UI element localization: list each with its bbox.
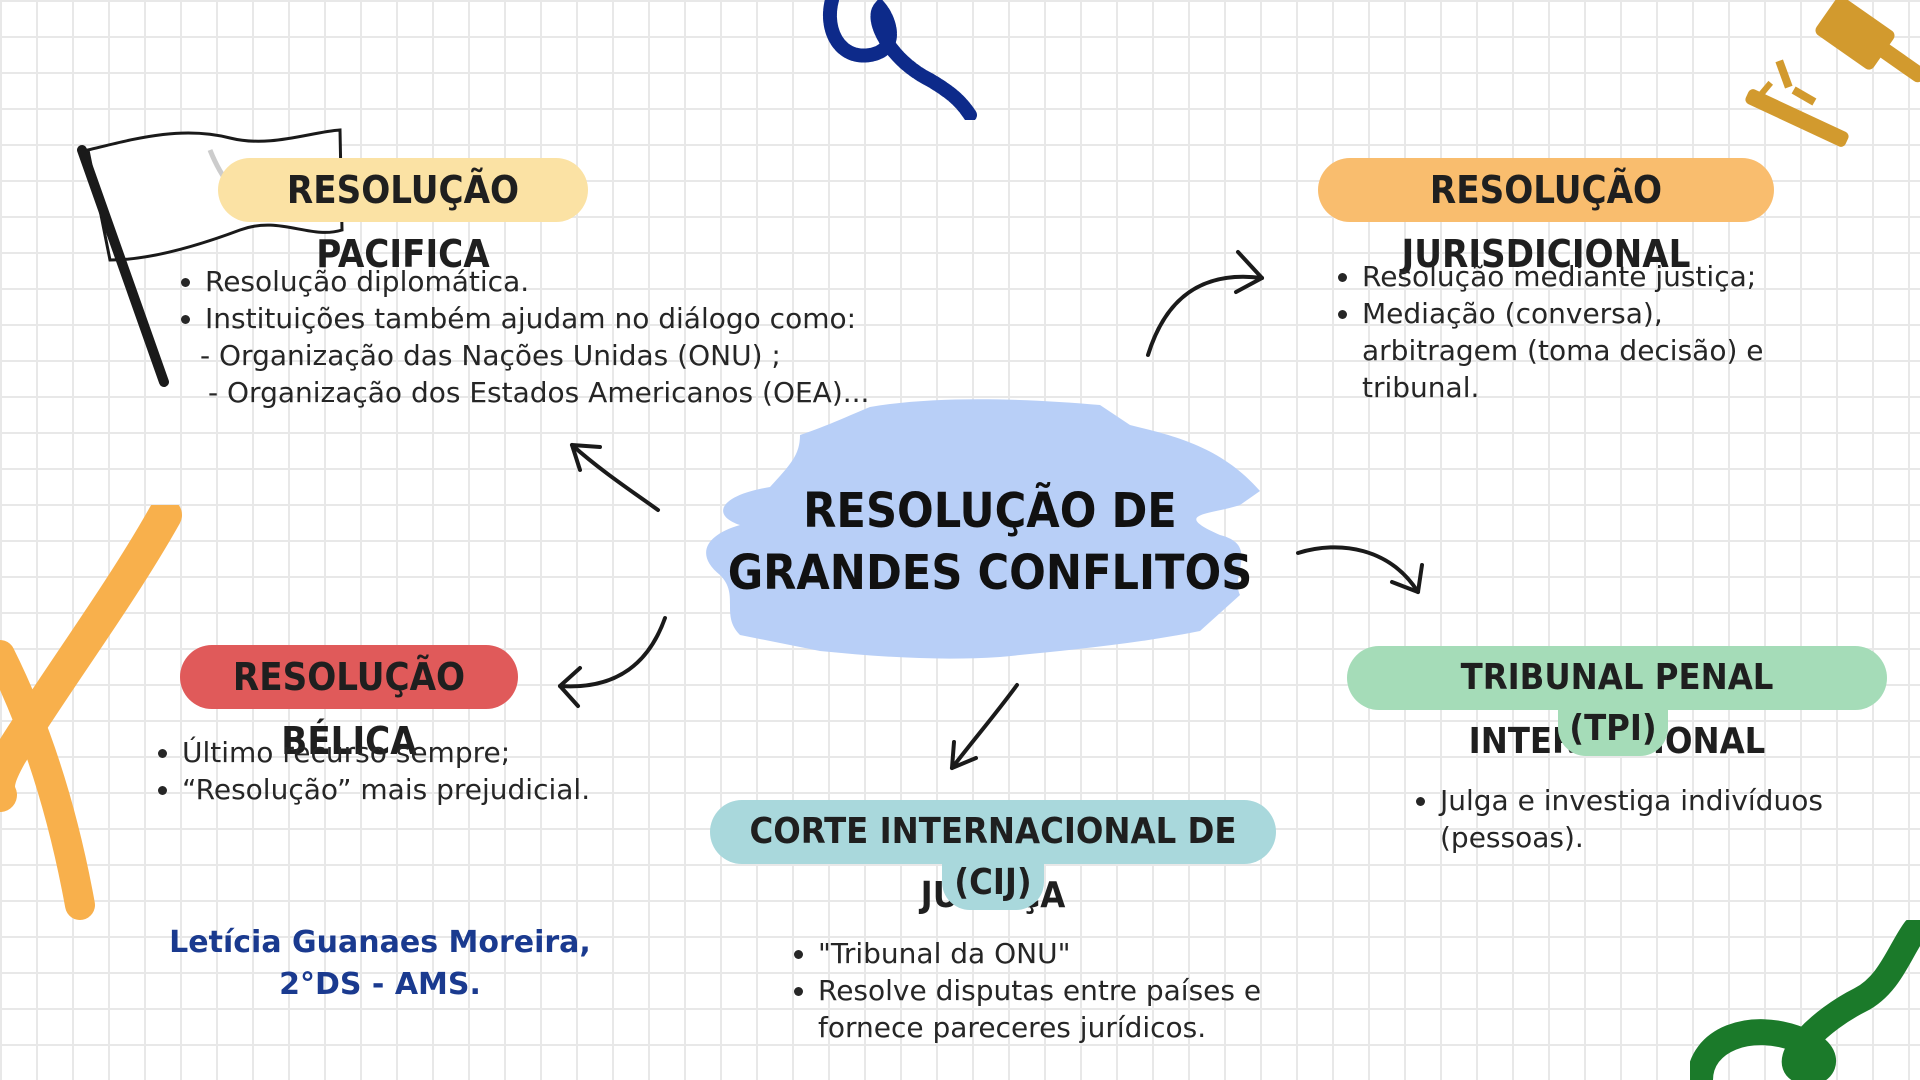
central-topic-line1: RESOLUÇÃO DE: [803, 483, 1177, 539]
cij-list: "Tribunal da ONU" Resolve disputas entre…: [788, 935, 1318, 1046]
arrow-to-tpi: [1296, 545, 1420, 594]
belica-title: RESOLUÇÃO BÉLICA: [232, 655, 466, 763]
tpi-list: Julga e investiga indivíduos (pessoas).: [1410, 782, 1870, 856]
central-topic-line2: GRANDES CONFLITOS: [727, 545, 1253, 601]
list-item: Último recurso sempre;: [182, 734, 702, 771]
author-name: Letícia Guanaes Moreira,: [169, 925, 591, 960]
list-item: Julga e investiga indivíduos (pessoas).: [1440, 782, 1870, 856]
list-item: Mediação (conversa), arbitragem (toma de…: [1362, 295, 1802, 406]
tpi-title-pill-2: (TPI): [1558, 702, 1668, 756]
blue-scribble-icon: [823, 0, 977, 120]
arrow-to-jurisdicional: [1146, 274, 1264, 357]
jurisdicional-title: RESOLUÇÃO JURISDICIONAL: [1401, 168, 1691, 276]
belica-title-pill: RESOLUÇÃO BÉLICA: [180, 645, 518, 763]
cij-title-line2: (CIJ): [954, 862, 1032, 903]
list-item: Resolve disputas entre países e fornece …: [818, 972, 1318, 1046]
gavel-icon: [1745, 0, 1920, 147]
jurisdicional-list: Resolução mediante justiça; Mediação (co…: [1332, 258, 1802, 406]
cij-title-pill: CORTE INTERNACIONAL DE JUSTIÇA: [710, 800, 1276, 916]
arrow-to-pacifica: [570, 443, 660, 512]
orange-x-mark-icon: [0, 505, 182, 920]
list-item: Resolução mediante justiça;: [1362, 258, 1802, 295]
pacifica-sub-onu: - Organização das Nações Unidas (ONU) ;: [200, 339, 781, 372]
list-item: "Tribunal da ONU": [818, 935, 1318, 972]
author-class: 2°DS - AMS.: [279, 967, 481, 1002]
pacifica-title-pill: RESOLUÇÃO PACIFICA: [218, 158, 588, 276]
arrow-to-cij: [950, 683, 1019, 770]
pacifica-sub-oea: - Organização dos Estados Americanos (OE…: [208, 376, 870, 409]
arrow-to-belica: [558, 616, 667, 689]
pacifica-list: Resolução diplomática. Instituições tamb…: [175, 263, 925, 337]
cij-title-pill-2: (CIJ): [942, 856, 1044, 910]
tpi-title-line2: (TPI): [1569, 708, 1657, 749]
central-topic: RESOLUÇÃO DE GRANDES CONFLITOS: [700, 480, 1280, 604]
list-item: Instituições também ajudam no diálogo co…: [205, 300, 925, 337]
green-scribble-icon: [1690, 920, 1920, 1080]
belica-list: Último recurso sempre; “Resolução” mais …: [152, 734, 702, 808]
list-item: “Resolução” mais prejudicial.: [182, 771, 702, 808]
list-item: Resolução diplomática.: [205, 263, 925, 300]
pacifica-title: RESOLUÇÃO PACIFICA: [286, 168, 520, 276]
center-paint-blob: [706, 399, 1260, 659]
jurisdicional-title-pill: RESOLUÇÃO JURISDICIONAL: [1318, 158, 1774, 276]
author-credit: Letícia Guanaes Moreira, 2°DS - AMS.: [150, 922, 610, 1006]
tpi-title-pill: TRIBUNAL PENAL INTERNACIONAL: [1347, 646, 1887, 762]
